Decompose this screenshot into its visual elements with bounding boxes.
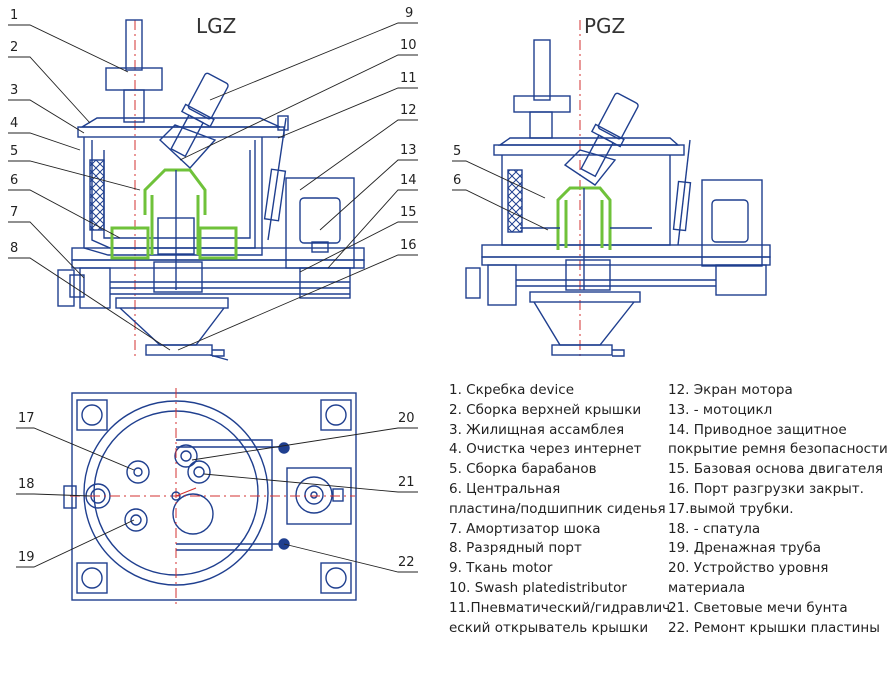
legend-item-20-cont: материала [668,579,746,596]
callout-11: 11 [400,71,417,86]
legend-item-17: 17.вымой трубки. [668,500,794,517]
callout-pgz-6: 6 [453,173,462,188]
callout-22: 22 [398,555,415,570]
callout-21: 21 [398,475,415,490]
callout-14: 14 [400,173,417,188]
legend-item-18: 18. - спатула [668,520,761,537]
legend-item-4: 4. Очистка через интернет [449,441,642,458]
callout-3: 3 [10,83,19,98]
legend-item-10: 10. Swash platedistributor [449,579,627,596]
lgz-central-plate [110,168,238,260]
legend-item-21: 21. Световые мечи бунта [668,599,848,616]
legend-item-14: 14. Приводное защитное [668,421,847,438]
callout-pgz-5: 5 [453,144,462,159]
callout-15: 15 [400,205,417,220]
legend-item-16: 16. Порт разгрузки закрыт. [668,480,864,497]
legend-item-14-cont: покрытие ремня безопасности [668,441,888,458]
legend-item-20: 20. Устройство уровня [668,560,829,577]
callout-9: 9 [405,6,414,21]
legend-item-12: 12. Экран мотора [668,382,793,398]
pgz-central-plate [556,186,612,250]
legend-item-19: 19. Дренажная труба [668,540,821,557]
callout-16: 16 [400,238,417,253]
callout-1: 1 [10,8,19,23]
callout-18: 18 [18,477,35,492]
legend-item-5: 5. Сборка барабанов [449,461,597,478]
legend-item-3: 3. Жилищная ассамблея [449,421,625,438]
callout-6: 6 [10,173,19,188]
legend-item-6-cont: пластина/подшипник сиденья [449,500,666,517]
callout-5: 5 [10,144,19,159]
callout-10: 10 [400,38,417,53]
legend-item-9: 9. Ткань motor [449,560,553,577]
callout-leaders [8,22,549,573]
pgz-elevation [465,20,771,360]
pgz-swash-motor [580,92,639,178]
legend-item-8: 8. Разрядный порт [449,540,582,557]
lgz-elevation [57,19,365,361]
callout-19: 19 [18,550,35,565]
legend-column-2: 12. Экран мотора 13. - мотоцикл 14. Прив… [668,381,888,638]
callout-2: 2 [10,40,19,55]
callout-17: 17 [18,411,35,426]
title-pgz: PGZ [584,14,626,38]
legend-item-22: 22. Ремонт крышки пластины [668,619,880,636]
title-lgz: LGZ [196,14,237,38]
plan-view [63,388,357,605]
legend-item-1: 1. Скребка device [449,382,575,398]
callout-13: 13 [400,143,417,158]
legend-item-11: 11.Пневматический/гидравлич [449,599,671,616]
legend-item-2: 2. Сборка верхней крышки [449,401,642,418]
callout-8: 8 [10,241,19,256]
callout-12: 12 [400,103,417,118]
legend-column-1: 1. Скребка device 2. Сборка верхней крыш… [449,381,670,638]
callout-4: 4 [10,116,19,131]
legend-item-7: 7. Амортизатор шока [449,520,601,537]
callout-20: 20 [398,411,415,426]
legend-item-6: 6. Центральная [449,480,561,497]
legend-item-15: 15. Базовая основа двигателя [668,461,884,478]
legend-item-11-cont: еский открыватель крышки [449,619,649,636]
legend-item-13: 13. - мотоцикл [668,401,773,418]
lgz-swash-motor [170,72,229,158]
callout-7: 7 [10,205,19,220]
